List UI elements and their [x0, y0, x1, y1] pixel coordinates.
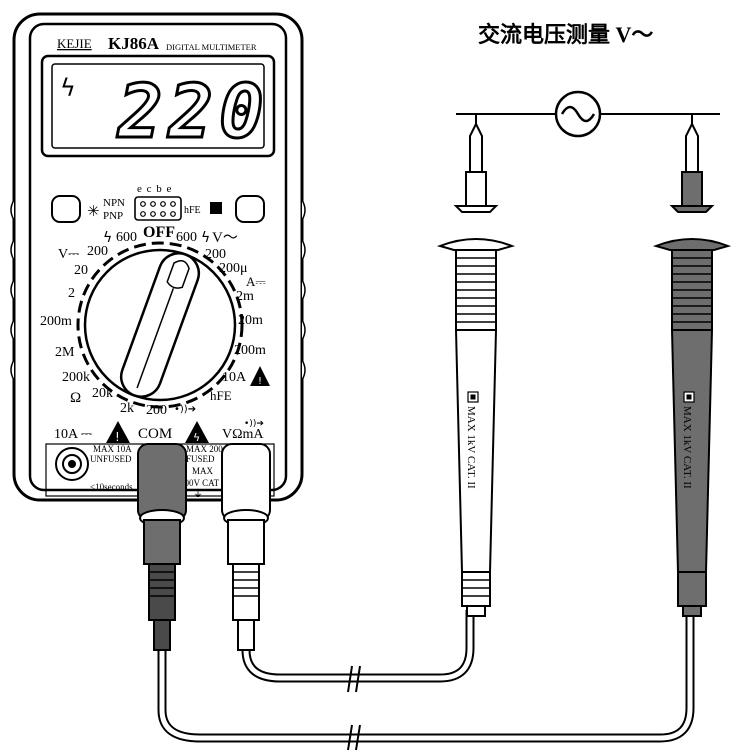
range-vac-200: 200: [205, 247, 226, 262]
range-adc-label: A⎓: [246, 274, 266, 289]
red-probe-label: MAX 1kV CAT. II: [465, 406, 477, 489]
model-label: KJ86A: [108, 34, 160, 53]
range-a2m: 2m: [236, 289, 254, 304]
jack-10a-label: 10A ⎓: [54, 427, 92, 442]
range-v2: 2: [68, 286, 75, 301]
lcd-window: [51, 63, 265, 149]
range-v200m: 200m: [40, 314, 72, 329]
hold-button-label: H: [212, 204, 219, 214]
jack-vohm-icons: •))➔: [244, 419, 264, 429]
warning-icon-dial: !: [250, 366, 270, 387]
range-diode-200: 200: [146, 403, 167, 418]
hold-button-icon[interactable]: [210, 202, 222, 214]
off-position-label: OFF: [143, 224, 175, 241]
test-lead-cables: [157, 560, 695, 751]
red-test-probe[interactable]: [436, 114, 516, 617]
range-hfe: hFE: [210, 388, 232, 403]
range-v600-left: 600: [116, 230, 137, 245]
hfe-pin-labels: e c b e: [137, 183, 172, 195]
jack-10a-time: <10seconds: [90, 482, 133, 492]
range-vdc-200: 200: [87, 244, 108, 259]
backlight-button[interactable]: [51, 195, 81, 223]
hfe-pnp-label: PNP: [103, 210, 123, 222]
svg-text:ϟ: ϟ: [193, 431, 200, 444]
black-probe-label: MAX 1kV CAT. II: [681, 406, 693, 489]
range-vac-label: V～: [212, 230, 238, 246]
svg-text:!: !: [258, 376, 262, 387]
range-r2M: 2M: [55, 345, 75, 360]
model-sublabel: DIGITAL MULTIMETER: [166, 42, 257, 52]
range-r200k: 200k: [62, 370, 90, 385]
continuity-diode-icon: •))➔: [174, 404, 196, 415]
lightning-icon: ϟ: [60, 74, 76, 102]
backlight-icon: ✳: [87, 202, 100, 220]
hfe-socket-label: hFE: [184, 205, 201, 216]
jack-com-label: COM: [138, 426, 172, 442]
lightning-icon-left: ϟ: [103, 230, 112, 246]
range-v600-right: 600: [176, 230, 197, 245]
jack-mid-max: MAX 200mA: [186, 444, 237, 454]
warning-icon-10a: !: [106, 421, 130, 444]
lcd-reading: 220: [116, 69, 270, 155]
rotary-selector[interactable]: [76, 241, 244, 409]
range-vdc-label: V⎓: [58, 247, 79, 262]
range-a10: 10A: [222, 370, 247, 385]
hold-side-button[interactable]: [235, 195, 265, 223]
ac-source: [456, 90, 720, 138]
svg-text:!: !: [115, 430, 120, 444]
black-test-probe[interactable]: [652, 114, 732, 617]
range-a20m: 20m: [238, 313, 263, 328]
black-probe-label-group: MAX 1kV CAT. II: [681, 391, 695, 489]
multimeter: KEJIE KJ86A DIGITAL MULTIMETER ϟ 220 ✳ N…: [10, 12, 306, 502]
range-r2k: 2k: [120, 401, 134, 416]
ground-icon: ⏚: [193, 488, 203, 500]
range-a200m: 200m: [234, 343, 266, 358]
range-a200u: 200μ: [219, 261, 248, 276]
brand-label: KEJIE: [57, 36, 92, 51]
red-probe-label-group: MAX 1kV CAT. II: [465, 391, 479, 489]
jack-mid-max2: MAX: [192, 466, 214, 476]
jack-10a-max: MAX 10A: [93, 444, 132, 454]
range-v20: 20: [74, 263, 88, 278]
side-grips: [10, 199, 306, 381]
warning-icon-fused: ϟ: [185, 421, 209, 444]
black-plug-com[interactable]: [137, 443, 187, 651]
jack-10a-unfused: UNFUSED: [90, 454, 132, 464]
jack-mid-fused: FUSED: [186, 454, 215, 464]
jack-10a-socket[interactable]: [55, 447, 89, 481]
page-title: 交流电压测量 V～: [478, 22, 653, 47]
lightning-icon-right: ϟ: [201, 230, 210, 246]
range-ohm-label: Ω: [70, 390, 81, 406]
jack-mid-cat: 600V CAT: [180, 478, 220, 488]
hfe-socket[interactable]: [134, 196, 182, 221]
red-plug-vohm[interactable]: [221, 443, 271, 651]
hfe-npn-label: NPN: [103, 197, 125, 209]
jack-vohm-label: VΩmA: [222, 427, 264, 442]
